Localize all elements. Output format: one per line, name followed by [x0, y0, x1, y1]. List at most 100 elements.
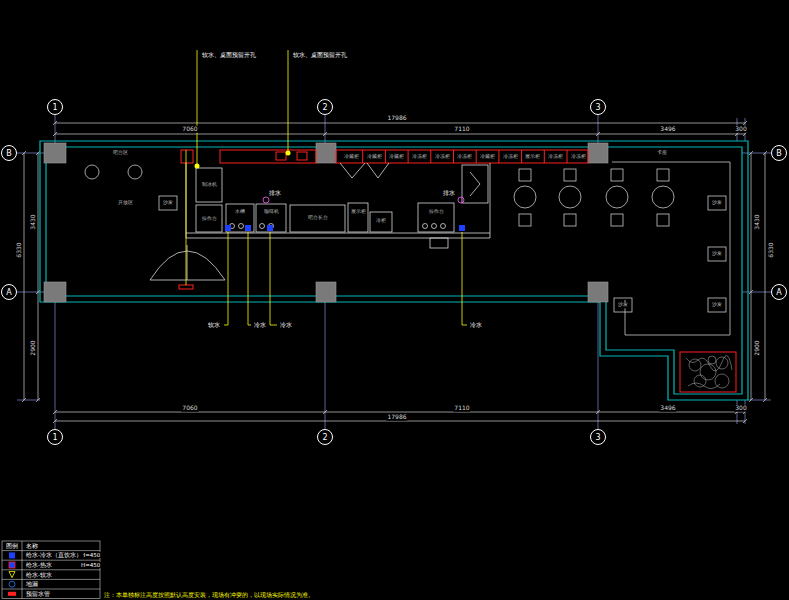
equipment-label: 冷藏柜: [388, 154, 405, 160]
water-point-symbol: [286, 151, 291, 156]
planter: [708, 356, 716, 364]
dimension-text: 7060: [181, 405, 198, 412]
seating: [708, 298, 726, 312]
bar-counter: [186, 233, 490, 234]
planter: [680, 352, 736, 392]
legend-table: [2, 541, 100, 599]
callout-text: 软水: [207, 322, 221, 329]
bar-counter: [226, 204, 254, 232]
dimension-line: [22, 121, 767, 423]
callout-text: 软水、桌面预留开孔: [292, 52, 348, 59]
water-point-symbol: [195, 151, 466, 232]
dimension-text: 300: [734, 126, 747, 133]
grid-bubble: 3: [590, 429, 606, 445]
grid-line: [742, 292, 771, 293]
equipment-label: 冷冻柜: [570, 154, 587, 160]
equipment-label: 展示柜: [350, 209, 367, 215]
grid-bubble: 3: [590, 99, 606, 115]
water-point-symbol: [267, 225, 273, 231]
seating: [85, 162, 730, 335]
leader-line: [186, 150, 187, 285]
seating: [564, 214, 576, 226]
dimension-line: [751, 153, 752, 400]
bar-counter: [239, 224, 244, 229]
legend-text: 地漏: [25, 581, 39, 587]
bar-counter: [290, 205, 345, 232]
dimension-line: [55, 421, 745, 422]
bar-counter: [441, 224, 446, 229]
planter: [686, 356, 732, 389]
equipment-label: 展示柜: [524, 154, 541, 160]
back-cabinet: [297, 152, 307, 160]
planter: [700, 364, 716, 380]
dimension-text: 3496: [659, 405, 676, 412]
equipment-label: 冷冻柜: [502, 154, 519, 160]
seating: [652, 186, 674, 208]
legend-table: [2, 541, 100, 599]
seating: [559, 186, 581, 208]
grid-label: 3: [595, 433, 600, 442]
seating: [85, 165, 99, 179]
callout-text: 排水: [442, 190, 456, 197]
planter: [689, 359, 701, 371]
legend-table: [2, 541, 100, 599]
equipment-label: 冷藏柜: [366, 154, 383, 160]
seating: [614, 298, 632, 312]
equipment-label: 冷冻柜: [456, 154, 473, 160]
equipment-label: 冷冻柜: [411, 154, 428, 160]
furniture-label: 沙发: [711, 302, 723, 308]
room-label: 吧台区: [112, 150, 129, 156]
bar-counter: [430, 238, 448, 248]
callout-text: 软水、桌面预留开孔: [201, 52, 257, 59]
dimension-text: 3430: [30, 213, 37, 230]
back-cabinet: [220, 150, 316, 163]
leader-line: [224, 232, 228, 325]
room-label: 卡座: [656, 150, 668, 156]
wall-outline: [40, 141, 748, 400]
water-point-symbol: [225, 225, 231, 231]
callout-text: 冷水: [469, 322, 483, 329]
furniture-label: 沙发: [711, 251, 723, 257]
grid-label: B: [6, 149, 12, 158]
equipment-label: 制冰机: [201, 182, 218, 188]
leader-line: [462, 232, 467, 325]
callout-text: 排水: [268, 190, 282, 197]
leader-line: [197, 50, 198, 165]
structural-column: [44, 143, 66, 163]
seating: [612, 162, 730, 335]
equipment-label: 冷冻柜: [434, 154, 451, 160]
seating: [657, 214, 669, 226]
grid-label: 1: [52, 103, 57, 112]
dimension-text: 3496: [659, 126, 676, 133]
dimension-text: 7110: [453, 405, 470, 412]
seating: [657, 169, 669, 181]
grid-line: [325, 298, 326, 429]
water-point-symbol: [195, 164, 200, 169]
legend-symbol: [9, 572, 15, 578]
legend-height: H=450: [80, 552, 101, 558]
equipment-label: 冷藏柜: [479, 154, 496, 160]
legend-header: 图例: [5, 543, 19, 550]
back-cabinet: [181, 150, 193, 163]
bar-counter: [370, 212, 392, 232]
bar-counter: [260, 224, 265, 229]
dimension-text: 7060: [181, 126, 198, 133]
grid-bubble: 1: [47, 99, 63, 115]
water-point-symbol: [458, 197, 464, 203]
bar-counter: [423, 224, 428, 229]
grid-bubble: A: [771, 284, 787, 300]
dimension-text: 2900: [754, 339, 761, 356]
dimension-text: 7110: [453, 126, 470, 133]
dimension-line: [55, 412, 745, 413]
equipment-label: 水槽: [234, 209, 246, 215]
dimension-line: [765, 153, 766, 400]
dimension-text: 300: [734, 405, 747, 412]
water-point-symbol: [245, 225, 251, 231]
seating: [708, 247, 726, 261]
bar-counter: [187, 245, 188, 280]
structural-column: [316, 143, 336, 163]
equipment-label: 操作台: [428, 209, 445, 215]
seating: [159, 196, 177, 210]
grid-label: A: [776, 288, 781, 297]
